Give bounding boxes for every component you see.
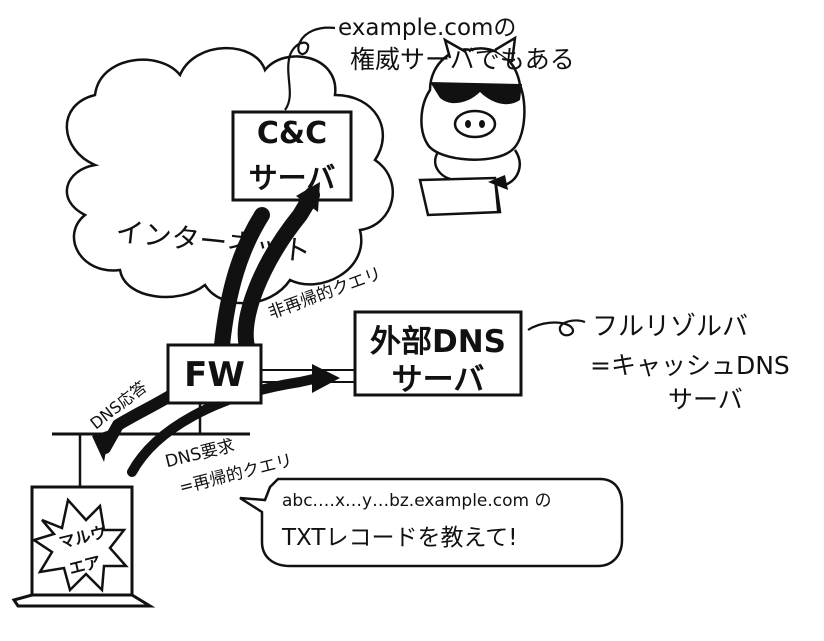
pig-hacker-icon <box>420 35 526 187</box>
fw-label: FW <box>184 355 245 395</box>
authority-pointer <box>284 26 336 111</box>
external-dns-label-line1: 外部DNS <box>369 324 506 360</box>
laptop-icon <box>418 175 508 217</box>
dns-request-arrowhead <box>312 364 340 393</box>
dns-response-arrowhead <box>92 430 110 462</box>
malware-burst-icon <box>31 497 129 593</box>
resolver-pointer <box>527 319 586 337</box>
cnc-server-box <box>231 110 353 202</box>
speech-bubble-line2: TXTレコードを教えて! <box>282 525 518 551</box>
fw-box <box>166 343 263 405</box>
cnc-label-line2: サーバ <box>248 161 336 195</box>
dns-request-arrow <box>127 373 323 477</box>
cache-dns-label-line1: =キャッシュDNS <box>590 351 790 380</box>
authority-label-line2: 権威サーバでもある <box>350 45 575 74</box>
speech-bubble <box>239 477 624 568</box>
cnc-label-line1: C&C <box>256 116 328 151</box>
external-dns-label-line2: サーバ <box>391 362 485 398</box>
authority-label-line1: example.comの <box>338 15 517 41</box>
nonrecursive-query-arrow <box>237 187 320 358</box>
cache-dns-label-line2: サーバ <box>668 385 743 414</box>
external-dns-box <box>353 310 523 397</box>
full-resolver-label: フルリゾルバ <box>592 312 749 342</box>
speech-bubble-line1: abc.…x…y…bz.example.com の <box>282 491 552 511</box>
nonrecursive-query-arrowhead <box>296 182 320 212</box>
response-return-arrow <box>214 207 270 353</box>
